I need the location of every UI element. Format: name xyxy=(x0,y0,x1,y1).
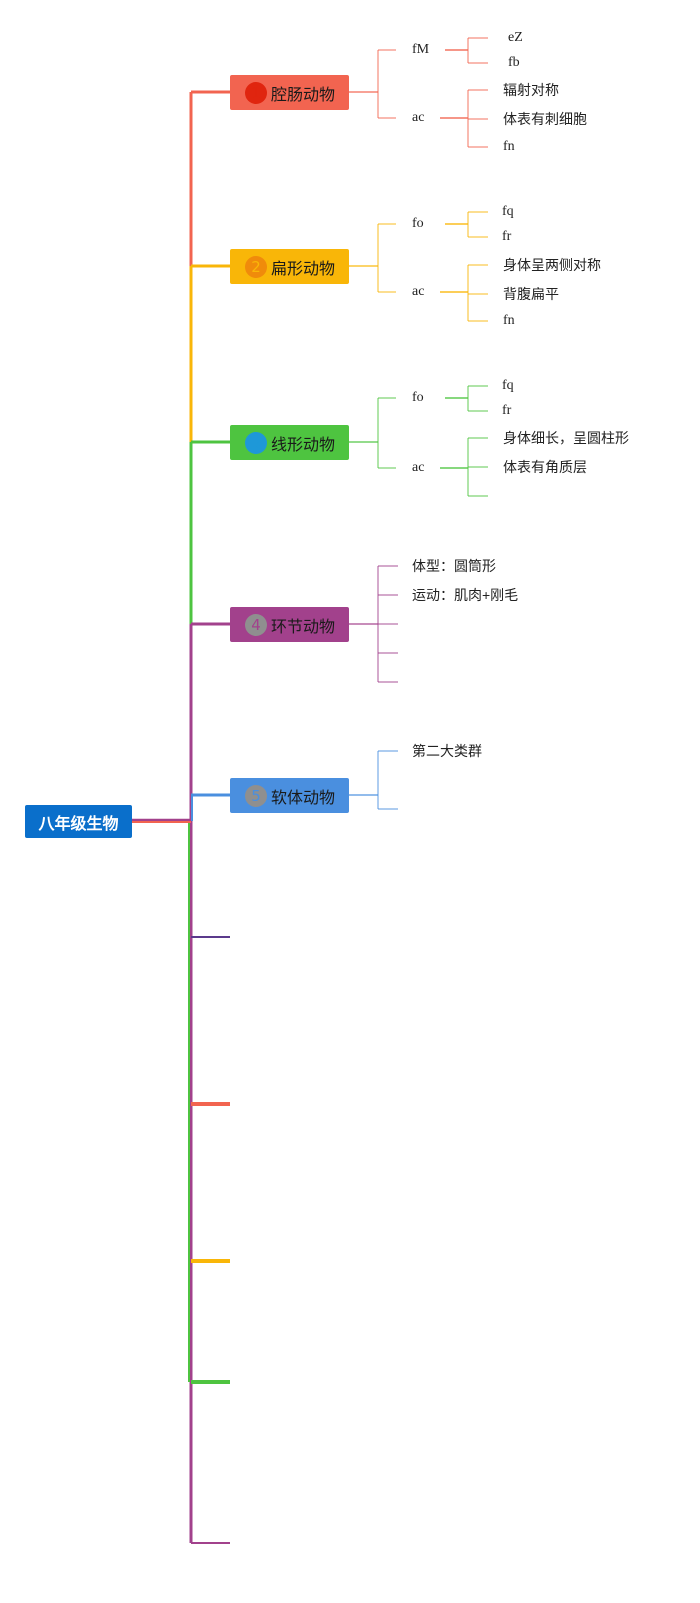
leaf-label: fn xyxy=(503,313,515,328)
branch-label: 腔肠动物 xyxy=(271,86,336,104)
leaf-label: 体表有刺细胞 xyxy=(503,111,587,127)
branch-label: 扁形动物 xyxy=(271,260,336,278)
leaf-label: fr xyxy=(502,229,512,244)
group-label: ac xyxy=(412,460,425,475)
item-label: 体型：圆筒形 xyxy=(412,558,496,574)
group-label: ac xyxy=(412,284,425,299)
group-label: fM xyxy=(412,42,430,57)
item-label: 运动：肌肉+刚毛 xyxy=(412,587,519,603)
leaf-label: eZ xyxy=(508,30,523,45)
root-node[interactable]: 八年级生物 xyxy=(25,805,132,838)
number-badge-icon: 3 xyxy=(245,431,267,454)
leaf-label: 身体细长，呈圆柱形 xyxy=(503,430,629,446)
leaf-label: 身体呈两侧对称 xyxy=(503,257,601,273)
branch-label: 线形动物 xyxy=(271,436,336,454)
leaf-label: fq xyxy=(502,204,514,219)
leaf-label: 辐射对称 xyxy=(503,82,559,98)
number-badge-icon: 2 xyxy=(245,255,267,278)
number-badge-icon: 4 xyxy=(245,613,267,636)
branch-label: 环节动物 xyxy=(271,618,336,636)
leaf-label: 体表有角质层 xyxy=(503,459,587,475)
group-label: fo xyxy=(412,390,424,405)
leaf-label: 背腹扁平 xyxy=(503,286,559,302)
leaf-label: fq xyxy=(502,378,514,393)
leaf-label: fb xyxy=(508,55,520,70)
leaf-label: fn xyxy=(503,139,515,154)
group-label: fo xyxy=(412,216,424,231)
branch-label: 软体动物 xyxy=(271,789,336,807)
number-badge-icon: 1 xyxy=(245,81,267,104)
group-label: ac xyxy=(412,110,425,125)
leaf-label: fr xyxy=(502,403,512,418)
root-label: 八年级生物 xyxy=(38,815,119,833)
item-label: 第二大类群 xyxy=(412,743,482,759)
number-badge-icon: 5 xyxy=(245,784,267,807)
